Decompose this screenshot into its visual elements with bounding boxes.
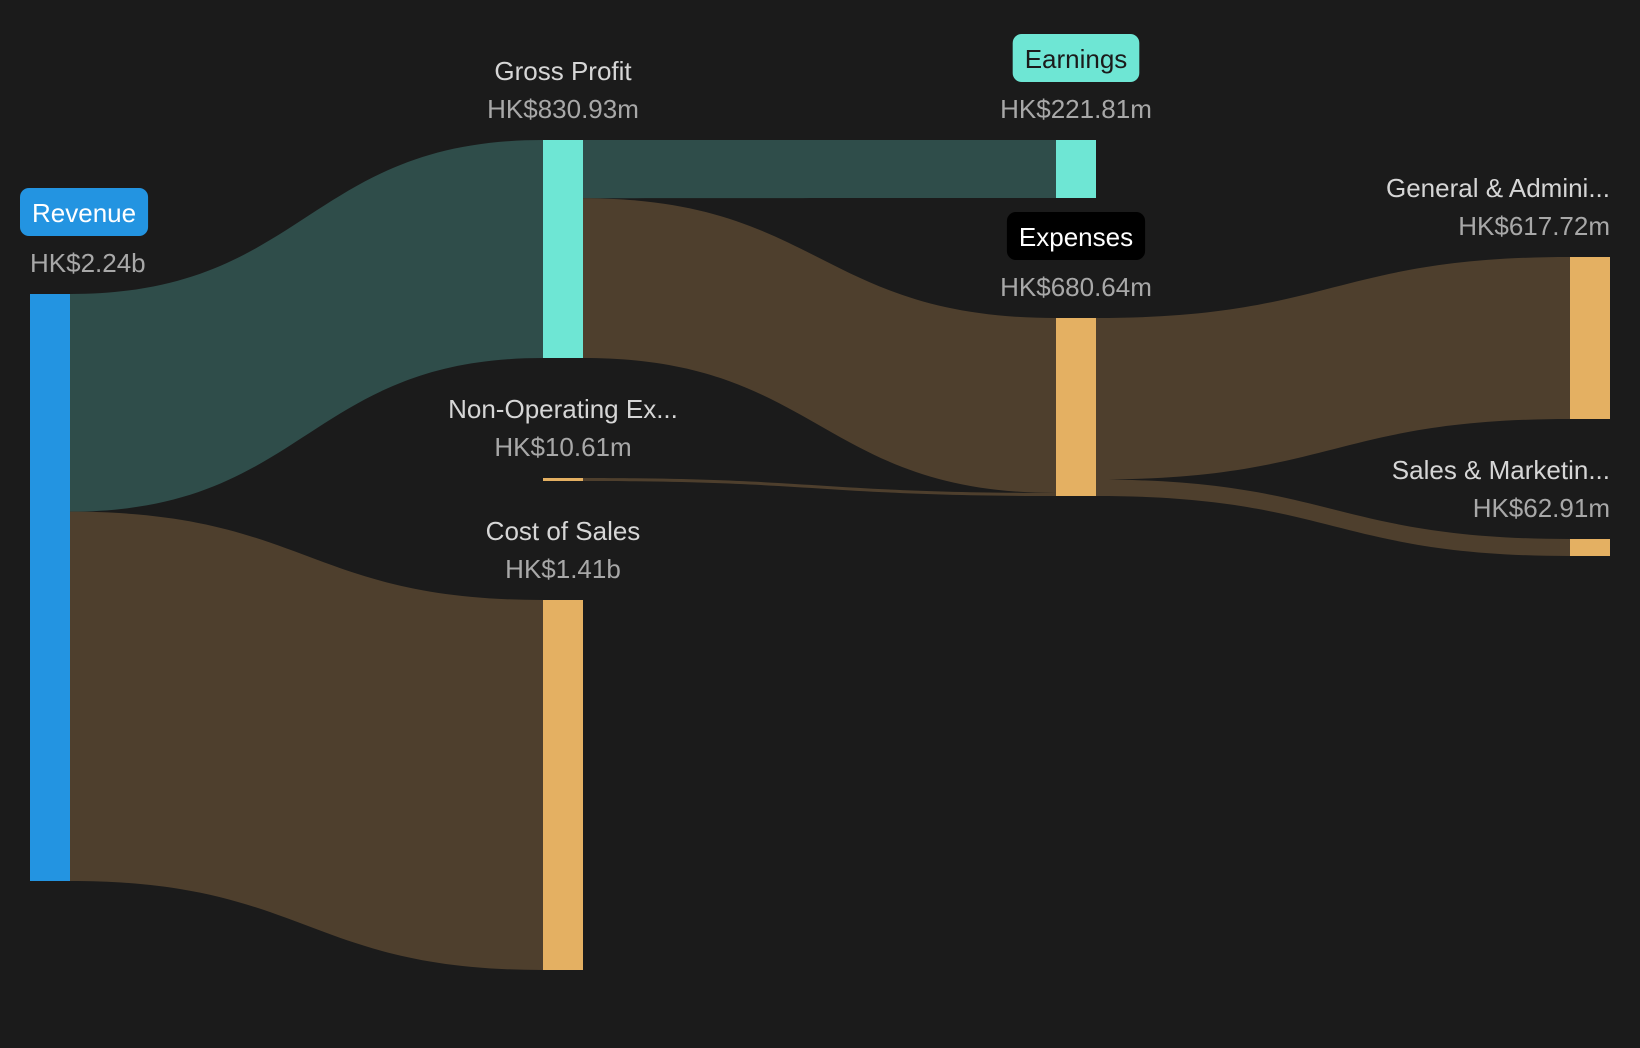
node-value-gross_profit: HK$830.93m — [487, 94, 639, 124]
node-value-general_admin: HK$617.72m — [1458, 211, 1610, 241]
node-bar-non_operating — [543, 478, 583, 481]
node-bar-sales_marketing — [1570, 539, 1610, 556]
node-label-sales_marketing: Sales & Marketin... — [1392, 455, 1610, 485]
node-label-non_operating: Non-Operating Ex... — [448, 394, 678, 424]
node-label-earnings: Earnings — [1025, 44, 1128, 74]
node-pill-earnings — [1012, 34, 1140, 82]
sankey-nodes — [30, 140, 1610, 970]
node-bar-general_admin — [1570, 257, 1610, 419]
node-label-general_admin: General & Admini... — [1386, 173, 1610, 203]
node-value-cost_of_sales: HK$1.41b — [505, 554, 621, 584]
node-value-revenue: HK$2.24b — [30, 248, 146, 278]
link-gross_profit-to-expenses — [583, 198, 1056, 493]
sankey-links — [70, 140, 1570, 970]
node-label-revenue: Revenue — [32, 198, 136, 228]
node-value-earnings: HK$221.81m — [1000, 94, 1152, 124]
link-gross_profit-to-earnings — [583, 140, 1056, 199]
link-expenses-to-sales_marketing — [1096, 479, 1570, 556]
link-revenue-to-gross_profit — [70, 140, 543, 512]
node-bar-gross_profit — [543, 140, 583, 358]
node-pill-revenue — [20, 188, 149, 236]
node-value-sales_marketing: HK$62.91m — [1473, 493, 1610, 523]
node-bar-earnings — [1056, 140, 1096, 198]
node-value-expenses: HK$680.64m — [1000, 272, 1152, 302]
link-revenue-to-cost_of_sales — [70, 511, 543, 970]
node-pill-expenses — [1006, 212, 1146, 260]
node-bar-expenses — [1056, 318, 1096, 496]
node-value-non_operating: HK$10.61m — [494, 432, 631, 462]
node-label-cost_of_sales: Cost of Sales — [486, 516, 641, 546]
link-non_operating-to-expenses — [583, 478, 1056, 496]
node-bar-revenue — [30, 294, 70, 881]
link-expenses-to-general_admin — [1096, 257, 1570, 480]
node-label-expenses: Expenses — [1019, 222, 1133, 252]
node-label-gross_profit: Gross Profit — [494, 56, 632, 86]
node-bar-cost_of_sales — [543, 600, 583, 970]
